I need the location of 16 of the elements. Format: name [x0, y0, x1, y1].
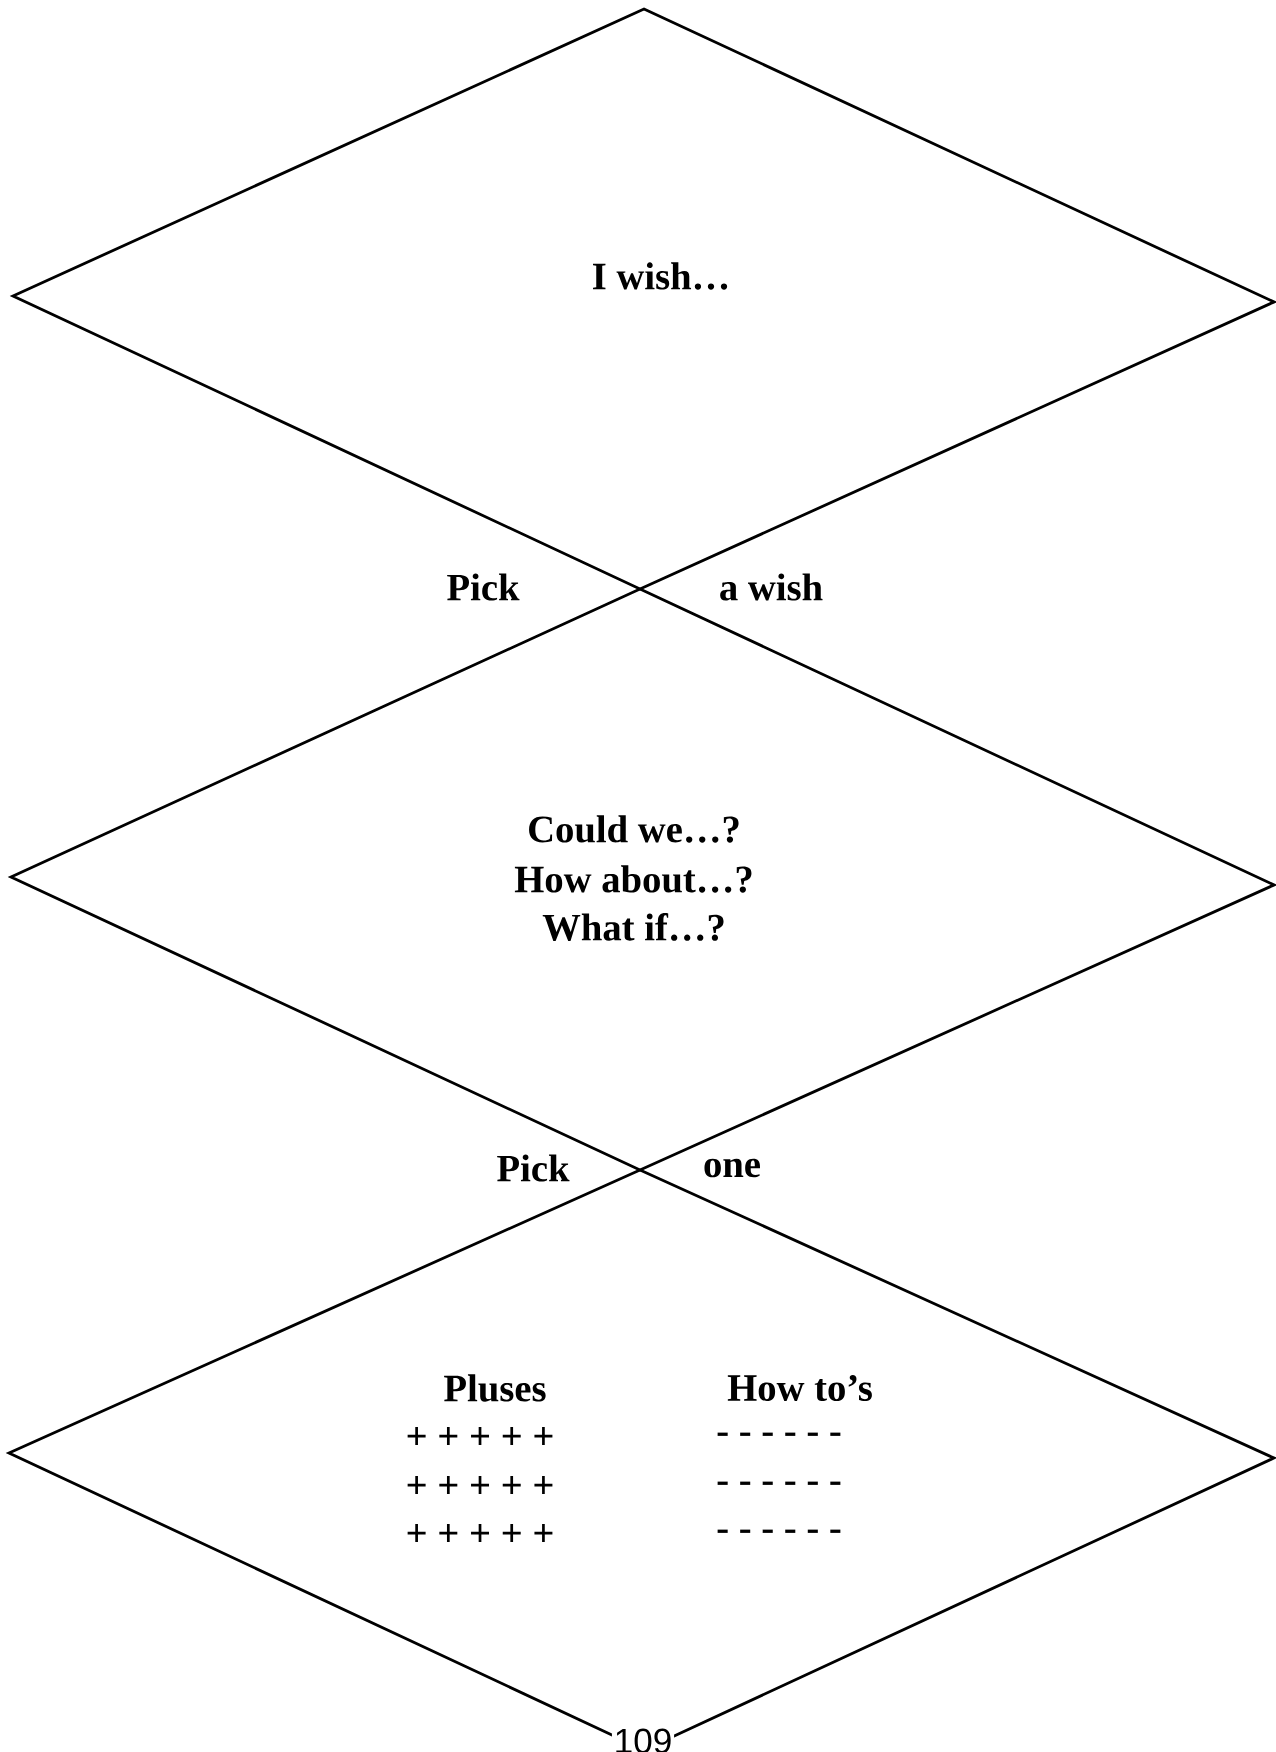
question-text: What if…? — [542, 913, 724, 941]
pick-label: Pick — [497, 1154, 570, 1182]
question-text: How about…? — [514, 865, 752, 893]
plus-row: + + + + + — [407, 1427, 553, 1446]
pick-label: a wish — [720, 573, 823, 601]
column-heading: Pluses — [444, 1374, 546, 1402]
pick-label: Pick — [447, 573, 520, 601]
question-text: Could we…? — [529, 815, 739, 843]
dash-row: - - - - - - — [717, 1529, 841, 1533]
dash-row: - - - - - - — [717, 1432, 841, 1436]
dash-row: - - - - - - — [717, 1481, 841, 1485]
plus-row: + + + + + — [407, 1524, 553, 1543]
diamond-text: I wish… — [593, 262, 728, 290]
column-heading: How to’s — [727, 1374, 872, 1402]
plus-row: + + + + + — [407, 1476, 553, 1495]
pick-label: one — [704, 1158, 760, 1178]
